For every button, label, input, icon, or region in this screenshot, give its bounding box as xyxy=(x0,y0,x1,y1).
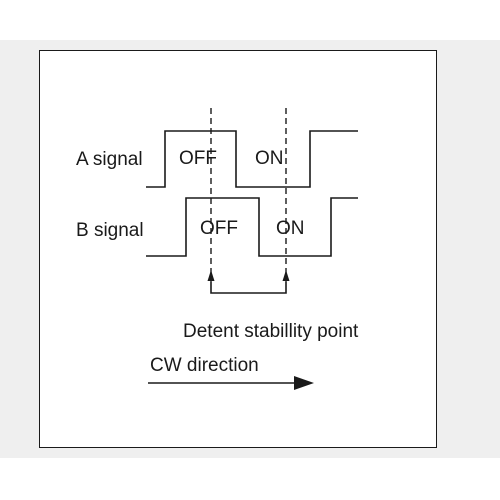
b-off-label: OFF xyxy=(200,218,238,239)
detent-annotation: Detent stabillity point xyxy=(183,321,359,342)
a-off-label: OFF xyxy=(179,148,217,169)
arrowhead-right xyxy=(282,270,290,281)
detent-bracket xyxy=(210,282,287,294)
b-on-label: ON xyxy=(276,218,305,239)
cw-direction-label: CW direction xyxy=(150,355,259,376)
a-on-label: ON xyxy=(255,148,284,169)
b-signal-waveform xyxy=(146,197,358,257)
diagram-frame xyxy=(39,50,437,448)
a-signal-waveform xyxy=(146,130,358,188)
b-signal-label: B signal xyxy=(76,220,144,241)
arrowhead-left xyxy=(207,270,215,281)
cw-arrow-head xyxy=(294,376,314,390)
a-signal-label: A signal xyxy=(76,149,143,170)
